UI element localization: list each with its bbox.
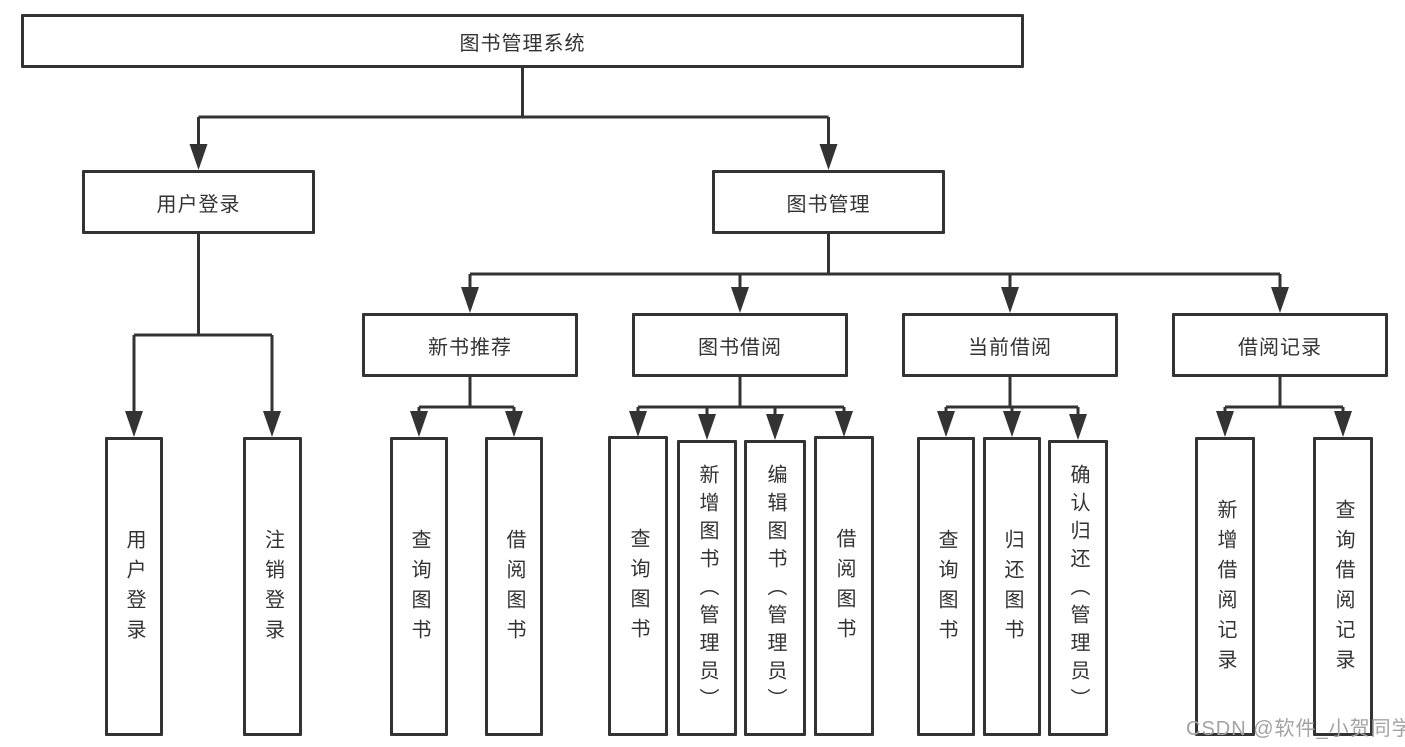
leaf-edit-book-admin: 编辑图书（管理员） bbox=[744, 440, 806, 736]
leaf-confirm-return-admin: 确认归还（管理员） bbox=[1048, 440, 1108, 736]
leaf-user-login: 用户登录 bbox=[105, 437, 163, 736]
node-user-login: 用户登录 bbox=[82, 170, 315, 234]
leaf-add-book-admin: 新增图书（管理员） bbox=[677, 440, 737, 736]
node-library-system: 图书管理系统 bbox=[21, 14, 1024, 68]
node-book-borrowing: 图书借阅 bbox=[632, 313, 848, 377]
leaf-borrow-books-1: 借阅图书 bbox=[485, 437, 543, 736]
node-borrowing-records: 借阅记录 bbox=[1172, 313, 1388, 377]
node-book-management: 图书管理 bbox=[712, 170, 945, 234]
leaf-borrow-books-2: 借阅图书 bbox=[814, 436, 874, 736]
leaf-query-borrow-record: 查询借阅记录 bbox=[1313, 437, 1373, 736]
arrowheads bbox=[125, 144, 1352, 440]
node-current-borrowing: 当前借阅 bbox=[902, 313, 1118, 377]
leaf-query-books-1: 查询图书 bbox=[390, 437, 448, 736]
node-new-book-recommendation: 新书推荐 bbox=[362, 313, 578, 377]
csdn-watermark: CSDN @软件_小贺同学 bbox=[1186, 718, 1405, 740]
leaf-logout: 注销登录 bbox=[243, 437, 302, 736]
leaf-query-books-2: 查询图书 bbox=[608, 436, 668, 736]
leaf-query-books-3: 查询图书 bbox=[917, 437, 975, 736]
leaf-return-books: 归还图书 bbox=[983, 437, 1041, 736]
leaf-add-borrow-record: 新增借阅记录 bbox=[1195, 437, 1255, 736]
